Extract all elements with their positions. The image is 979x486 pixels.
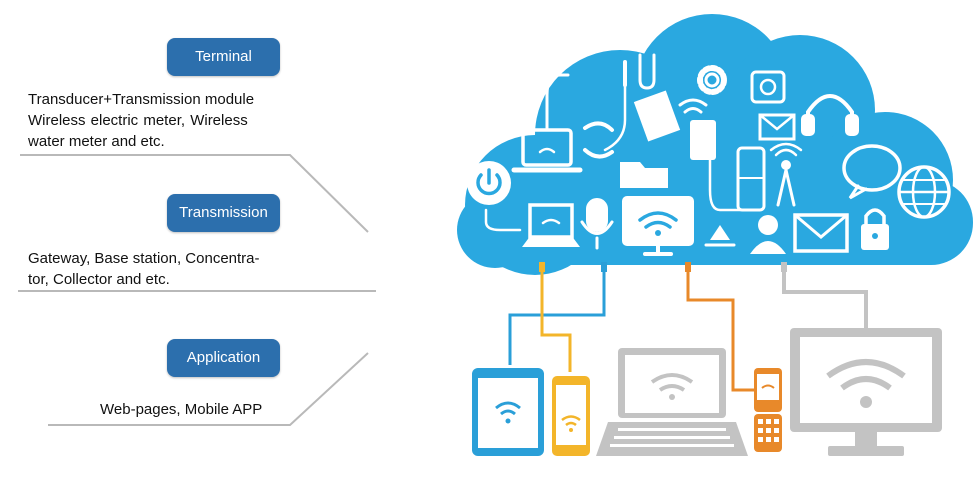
phone-device	[552, 376, 590, 456]
terminal-line-1: Transducer+Transmission module	[28, 91, 255, 108]
monitor-device	[790, 328, 942, 456]
gear-icon	[697, 65, 727, 95]
wire-gray	[782, 265, 868, 328]
tablet-device	[472, 368, 544, 456]
terminal-description: Transducer+Transmission module Wireless …	[28, 89, 283, 152]
refresh-icon	[583, 121, 614, 159]
document-icon	[633, 90, 681, 142]
wire-blue	[508, 265, 606, 365]
transmission-description: Gateway, Base station, Concentra- tor, C…	[28, 248, 288, 290]
terminal-line-3: water meter and etc.	[28, 133, 165, 150]
laptop-wifi-icon	[650, 373, 694, 392]
globe-icon	[897, 165, 951, 219]
phone-wifi-icon	[561, 415, 581, 427]
tablet-icon	[690, 120, 716, 160]
wire-yellow	[540, 265, 572, 372]
application-line-1: Web-pages, Mobile APP	[100, 401, 263, 418]
terminal-line-2: Wireless electric meter, Wireless	[28, 112, 248, 129]
transmission-line-1: Gateway, Base station, Concentra-	[28, 250, 260, 267]
application-pill: Application	[167, 339, 280, 377]
monitor-wifi-icon	[826, 359, 906, 391]
feature-phone-device	[754, 368, 782, 452]
separator-line-1	[20, 154, 369, 233]
wire-connectors	[539, 262, 787, 272]
wires	[508, 265, 868, 392]
cloud-icons	[467, 53, 951, 256]
camera-icon	[750, 70, 786, 104]
separator-line-3	[48, 352, 369, 426]
tablet-wifi-icon	[495, 401, 521, 416]
envelope-icon-2	[758, 113, 796, 141]
phone-icon	[736, 146, 766, 212]
power-icon	[467, 161, 511, 205]
application-description: Web-pages, Mobile APP	[100, 399, 300, 420]
user-icon	[750, 215, 786, 254]
transmission-pill: Transmission	[167, 194, 280, 232]
folder-icon	[620, 162, 668, 188]
microphone-icon	[580, 198, 614, 250]
laptop-icon	[511, 73, 583, 173]
wifi-icon	[678, 98, 708, 114]
envelope-icon	[793, 213, 849, 253]
laptop-device	[596, 348, 748, 456]
headphones-icon	[801, 94, 859, 136]
transmission-line-2: tor, Collector and etc.	[28, 271, 170, 288]
signal-tower-icon	[769, 142, 803, 207]
separator-lines	[18, 154, 376, 426]
laptop-icon-2	[522, 203, 580, 247]
recycle-icon	[704, 225, 736, 247]
lock-icon	[861, 208, 889, 250]
speech-bubble-icon	[842, 144, 902, 200]
wifi-monitor-icon	[622, 196, 694, 256]
plug-icon	[603, 60, 627, 152]
paperclip-icon	[638, 53, 656, 90]
wire-orange	[686, 265, 755, 392]
terminal-pill: Terminal	[167, 38, 280, 76]
